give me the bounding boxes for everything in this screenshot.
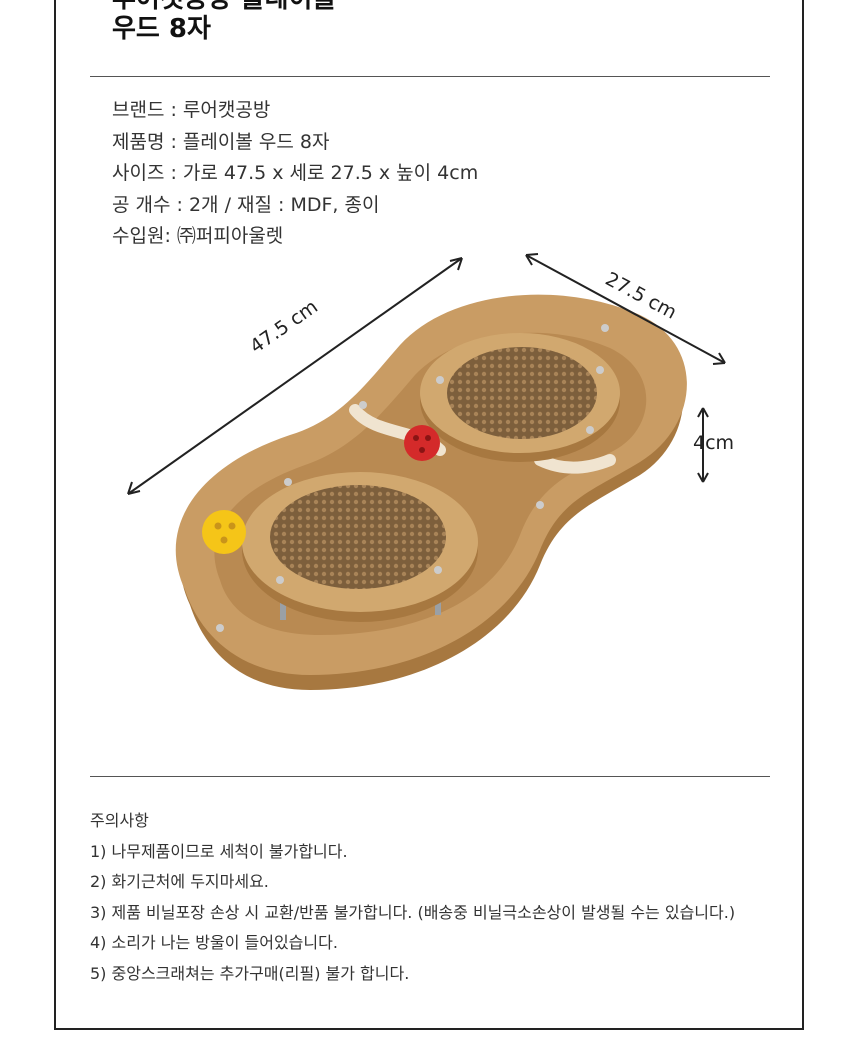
product-image (127, 253, 726, 690)
notice-item: 2) 화기근처에 두지마세요. (90, 872, 269, 891)
scratcher-right (420, 333, 620, 462)
ball-yellow (202, 510, 246, 554)
spec-size: 사이즈 : 가로 47.5 x 세로 27.5 x 높이 4cm (112, 162, 479, 184)
ball-red (404, 425, 440, 461)
top-divider (90, 76, 770, 77)
notice-section: 주의사항 1) 나무제품이므로 세척이 불가합니다. 2) 화기근처에 두지마세… (90, 806, 735, 989)
dimension-height-label: 4cm (693, 432, 735, 454)
notice-item: 1) 나무제품이므로 세척이 불가합니다. (90, 841, 348, 861)
spec-product-name: 제품명 : 플레이볼 우드 8자 (112, 130, 330, 153)
product-title-line2: 우드 8자 (112, 14, 211, 44)
content-frame (54, 0, 804, 1030)
bottom-divider (90, 776, 770, 777)
spec-brand: 브랜드 : 루어캣공방 (112, 99, 271, 121)
spec-ball-material: 공 개수 : 2개 / 재질 : MDF, 종이 (112, 193, 380, 216)
scratcher-left (242, 472, 478, 622)
notice-heading: 주의사항 (90, 811, 149, 830)
notice-item: 4) 소리가 나는 방울이 들어있습니다. (90, 933, 338, 952)
dimension-arrows (127, 253, 726, 495)
notice-item: 3) 제품 비닐포장 손상 시 교환/반품 불가합니다. (배송중 비닐극소손상… (90, 902, 736, 922)
spec-importer: 수입원: ㈜퍼피아울렛 (112, 225, 284, 247)
product-title-line1: 루어캣공방 플레이볼 (112, 0, 336, 14)
notice-item: 5) 중앙스크래쳐는 추가구매(리필) 불가 합니다. (90, 963, 410, 983)
spec-list: 브랜드 : 루어캣공방 제품명 : 플레이볼 우드 8자 사이즈 : 가로 47… (112, 95, 478, 253)
